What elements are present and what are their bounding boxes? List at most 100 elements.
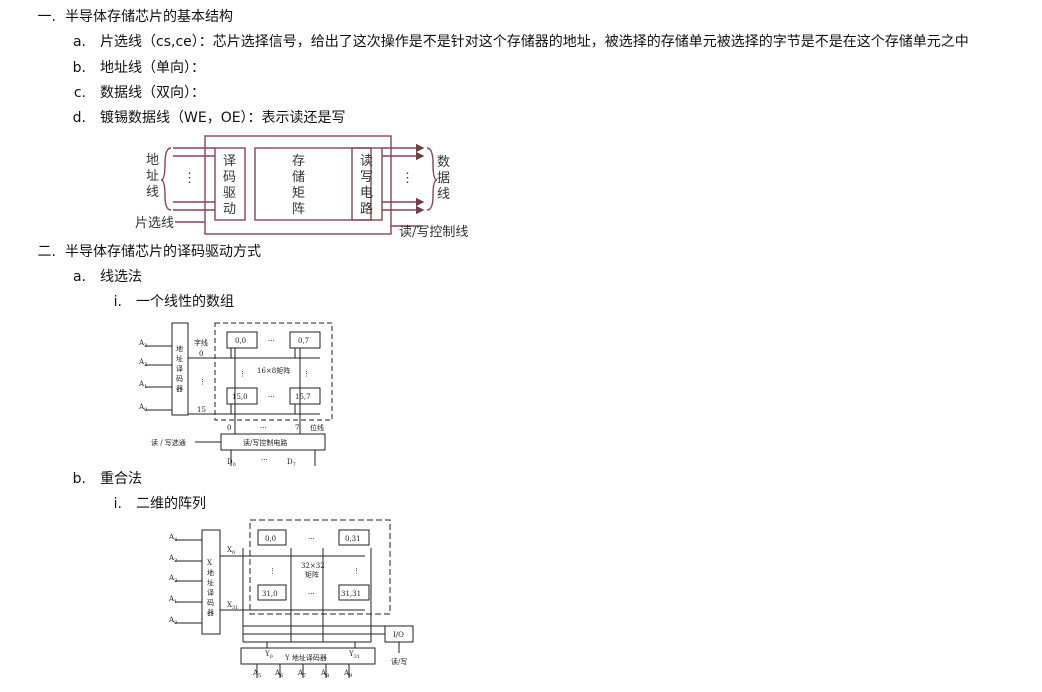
item-1a-marker: a. (72, 34, 86, 50)
x-decoder-box (201, 529, 221, 635)
x-decoder-char-2: 地 (207, 568, 214, 577)
item-2b-text: 重合法 (100, 471, 142, 487)
decoder-char-3: 驱 (223, 186, 236, 201)
a2-label: A2 (168, 574, 177, 584)
heading-2-number: 二. (37, 244, 56, 260)
cell-0-0 (226, 331, 258, 349)
item-1d-text: 镀锡数据线（WE，OE）：表示读还是写 (100, 110, 346, 126)
col-0-label: 0 (227, 424, 231, 432)
row-dots: ⋮ (199, 378, 206, 386)
chip-select-label: 片选线 (135, 216, 174, 231)
y0-label: Y0 (264, 650, 273, 660)
item-2a-text: 线选法 (100, 269, 142, 285)
cell-31-31-label: 31,31 (341, 590, 361, 598)
heading-2-text: 半导体存储芯片的译码驱动方式 (65, 244, 261, 260)
rw-control-label: 读/写控制线 (399, 225, 468, 240)
x-decoder-char-4: 译 (207, 589, 214, 597)
item-1c-text: 数据线（双向）： (100, 85, 205, 101)
a9-label: A9 (343, 669, 352, 679)
decoder-block (214, 147, 246, 221)
addr-char-1: 地 (146, 153, 159, 168)
item-1a-text: 片选线（cs,ce）：芯片选择信号，给出了这次操作是不是针对这个存储器的地址，被… (100, 34, 969, 50)
linear-selection-diagram: A3 A2 A1 A0 地 址 译 码 器 字线 0 ⋮ 15 0,0 0,7 … (138, 322, 333, 468)
bit-line-label: 位线 (310, 423, 324, 432)
decoder-char-4: 动 (223, 202, 236, 217)
col-dots: ··· (260, 424, 267, 432)
item-2b-marker: b. (72, 471, 86, 487)
item-2a-marker: a. (72, 269, 86, 285)
y31-label: Y31 (348, 650, 360, 660)
cell-0-0 (257, 529, 287, 546)
x-decoder-char-6: 器 (207, 609, 214, 617)
row-0-dots: ··· (268, 337, 275, 345)
a1-label: A1 (138, 380, 147, 390)
heading-1-text: 半导体存储芯片的基本结构 (65, 9, 233, 25)
row-0-dots: ··· (308, 535, 315, 543)
cell-15-0-label: 15,0 (232, 393, 248, 401)
cell-0-31-label: 0,31 (345, 535, 361, 543)
decoder-char-4: 码 (176, 375, 183, 383)
cell-0-7 (289, 331, 321, 349)
matrix-char-1: 存 (292, 154, 305, 169)
matrix-vdots-right: ⋮ (303, 370, 310, 378)
item-1c-marker: c. (73, 85, 86, 101)
col-7-label: 7 (295, 424, 299, 432)
matrix-char-3: 矩 (292, 186, 305, 201)
matrix-boundary (214, 322, 333, 421)
cell-15-7 (289, 387, 321, 405)
row-0-label: 0 (199, 350, 203, 358)
a1-label: A1 (168, 595, 177, 605)
a5-label: A5 (252, 669, 261, 679)
a7-label: A7 (297, 669, 306, 679)
row-31-dots: ··· (308, 590, 315, 598)
a4-label: A4 (168, 533, 177, 543)
decoder-char-2: 址 (176, 354, 183, 363)
decoder-char-3: 译 (176, 365, 183, 373)
rw-circuit-label: 读/写控制电路 (243, 438, 287, 447)
data-char-2: 据 (437, 171, 450, 186)
data-char-1: 数 (437, 155, 450, 170)
matrix-label: 16×8矩阵 (257, 366, 290, 375)
data-dots: ⋮ (401, 171, 414, 186)
decoder-char-1: 译 (223, 154, 236, 169)
decoder-char-5: 器 (176, 385, 183, 393)
row-15-dots: ··· (268, 393, 275, 401)
item-2a-i-text: 一个线性的数组 (136, 294, 234, 310)
word-line-label: 字线 (194, 338, 208, 347)
rw-select-label: 读 / 写选通 (151, 438, 186, 447)
chip-outline (204, 135, 392, 235)
x-decoder-char-5: 码 (207, 599, 214, 607)
address-decoder-box (171, 322, 189, 416)
chip-structure-diagram: 地 址 线 ⋮ 译 码 驱 动 存 储 矩 阵 读 写 电 路 ⋮ 数 据 线 … (135, 135, 468, 240)
item-1b-text: 地址线（单向）： (100, 60, 205, 76)
a6-label: A6 (274, 669, 283, 679)
rw-char-3: 电 (360, 186, 373, 201)
data-char-3: 线 (437, 187, 450, 202)
item-2b-i-marker: i. (113, 496, 122, 512)
item-1d-marker: d. (72, 110, 86, 126)
x-decoder-char-1: X (207, 559, 212, 567)
a0-label: A0 (138, 403, 147, 413)
matrix-char-4: 阵 (292, 202, 305, 217)
rw-char-2: 写 (360, 170, 373, 185)
addr-char-2: 址 (146, 169, 159, 184)
addr-dots: ⋮ (183, 171, 196, 186)
cell-31-0 (257, 584, 287, 601)
item-1b-marker: b. (72, 60, 86, 76)
io-label: I/O (393, 631, 404, 639)
x-decoder-char-3: 址 (207, 578, 214, 587)
matrix-block (254, 147, 372, 221)
coincident-selection-diagram: A4 A3 A2 A1 A0 X 地 址 译 码 器 X0 X31 0,0 0,… (168, 519, 414, 679)
cell-31-31 (338, 584, 370, 601)
matrix-vdots-left: ⋮ (269, 567, 276, 575)
matrix-label-2: 矩阵 (305, 570, 319, 579)
rw-label: 读/写 (391, 657, 407, 666)
x0-label: X0 (227, 546, 235, 556)
d7-label: D7 (287, 458, 296, 468)
cell-0-0-label: 0,0 (235, 337, 246, 345)
row-15-label: 15 (197, 406, 206, 414)
cell-31-0-label: 31,0 (262, 590, 278, 598)
a8-label: A8 (320, 669, 329, 679)
addr-char-3: 线 (146, 185, 159, 200)
decoder-char-1: 地 (176, 344, 183, 353)
